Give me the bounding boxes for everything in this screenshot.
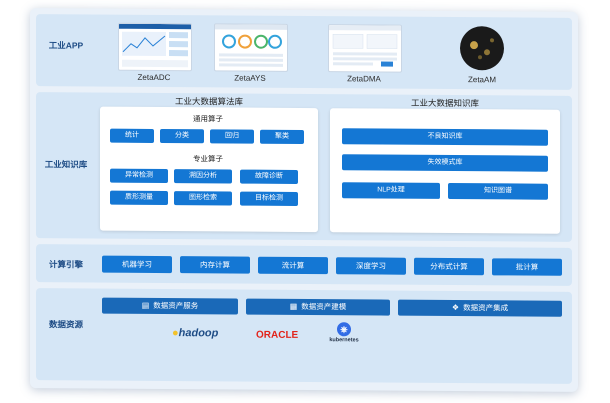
- kb-defect-library[interactable]: 不良知识库: [342, 128, 548, 146]
- algorithm-library-panel: 工业大数据算法库 通用算子 统计 分类 回归 聚类 专业算子 异常检测 溯因分析…: [100, 96, 318, 233]
- engine-machine-learning[interactable]: 机器学习: [102, 255, 172, 274]
- cubes-icon: ❖: [451, 303, 460, 313]
- oracle-logo: ORACLE: [256, 330, 298, 341]
- data-layer: 数据资源 ▤数据资产服务 ▦数据资产建模 ❖数据资产集成 ●hadoop ORA…: [36, 288, 572, 384]
- operator-anomaly-detection[interactable]: 异常检测: [110, 168, 168, 184]
- app-thumbnail-adc[interactable]: [118, 22, 192, 72]
- dashboard-thumbnail-icon: [329, 25, 401, 67]
- resource-asset-integration-label: 数据资产集成: [463, 303, 509, 313]
- operator-image-retrieval[interactable]: 图形检索: [174, 191, 232, 206]
- app-thumbnail-am[interactable]: [454, 25, 510, 71]
- dashboard-thumbnail-icon: [215, 24, 287, 67]
- operator-regression[interactable]: 回归: [210, 129, 254, 144]
- app-layer: 工业APP ZetaADC: [36, 14, 572, 90]
- architecture-card: 工业APP ZetaADC: [30, 8, 578, 392]
- engine-distributed[interactable]: 分布式计算: [414, 257, 484, 276]
- engine-deep-learning[interactable]: 深度学习: [336, 257, 406, 275]
- compute-layer: 计算引擎 机器学习 内存计算 流计算 深度学习 分布式计算 批计算: [36, 244, 572, 286]
- app-name-adc: ZetaADC: [137, 72, 171, 83]
- operator-classification[interactable]: 分类: [160, 128, 204, 144]
- operator-statistics[interactable]: 统计: [110, 128, 154, 143]
- kb-failure-mode-library[interactable]: 失效模式库: [342, 154, 548, 172]
- document-icon: ▤: [141, 300, 150, 310]
- resource-asset-service-label: 数据资产服务: [153, 300, 199, 311]
- algorithm-library-title: 工业大数据算法库: [174, 96, 243, 107]
- operator-root-cause[interactable]: 溯因分析: [174, 169, 232, 184]
- app-name-ays: ZetaAYS: [234, 73, 266, 83]
- operator-object-detection[interactable]: 目标检测: [240, 191, 298, 206]
- hadoop-logo-text: hadoop: [178, 327, 219, 340]
- kubernetes-wheel-icon: ⎈: [337, 322, 351, 337]
- kubernetes-logo-text: kubernetes: [329, 337, 359, 344]
- oracle-logo-text: ORACLE: [256, 329, 299, 341]
- data-layer-label: 数据资源: [48, 319, 83, 330]
- general-operators-title: 通用算子: [193, 114, 223, 124]
- engine-batch[interactable]: 批计算: [492, 258, 562, 276]
- app-thumbnail-dma[interactable]: [328, 24, 402, 73]
- app-thumbnail-ays[interactable]: [214, 23, 288, 72]
- operator-clustering[interactable]: 聚类: [260, 129, 304, 144]
- operator-shape-measure[interactable]: 质形测量: [110, 190, 168, 206]
- model-icon: ▦: [289, 301, 298, 311]
- resource-asset-integration[interactable]: ❖数据资产集成: [398, 299, 562, 317]
- resource-asset-modeling[interactable]: ▦数据资产建模: [246, 298, 390, 316]
- kb-knowledge-graph[interactable]: 知识图谱: [448, 183, 548, 200]
- engine-in-memory[interactable]: 内存计算: [180, 256, 250, 274]
- app-name-am: ZetaAM: [467, 75, 496, 85]
- special-operators-title: 专业算子: [193, 154, 223, 164]
- knowledge-base-title: 工业大数据知识库: [410, 97, 479, 109]
- operator-fault-diagnosis[interactable]: 故障诊断: [240, 169, 298, 184]
- app-name-dma: ZetaDMA: [347, 74, 381, 84]
- resource-asset-service[interactable]: ▤数据资产服务: [102, 297, 238, 315]
- compute-layer-label: 计算引擎: [48, 259, 83, 270]
- kubernetes-logo: ⎈ kubernetes: [324, 322, 364, 343]
- hadoop-elephant-icon: ●: [172, 327, 179, 340]
- knowledge-base-panel: 工业大数据知识库 不良知识库 失效模式库 NLP处理 知识图谱: [330, 98, 560, 234]
- engine-stream[interactable]: 流计算: [258, 256, 328, 275]
- app-layer-label: 工业APP: [48, 40, 84, 51]
- hadoop-logo: ●hadoop: [172, 327, 218, 339]
- resource-asset-modeling-label: 数据资产建模: [301, 301, 347, 312]
- dark-dashboard-thumbnail-icon: [460, 26, 504, 71]
- knowledge-layer: 工业知识库 工业大数据算法库 通用算子 统计 分类 回归 聚类 专业算子 异常检…: [36, 92, 572, 242]
- kb-nlp-processing[interactable]: NLP处理: [342, 182, 440, 199]
- knowledge-layer-label: 工业知识库: [44, 159, 88, 170]
- dashboard-thumbnail-icon: [119, 23, 191, 68]
